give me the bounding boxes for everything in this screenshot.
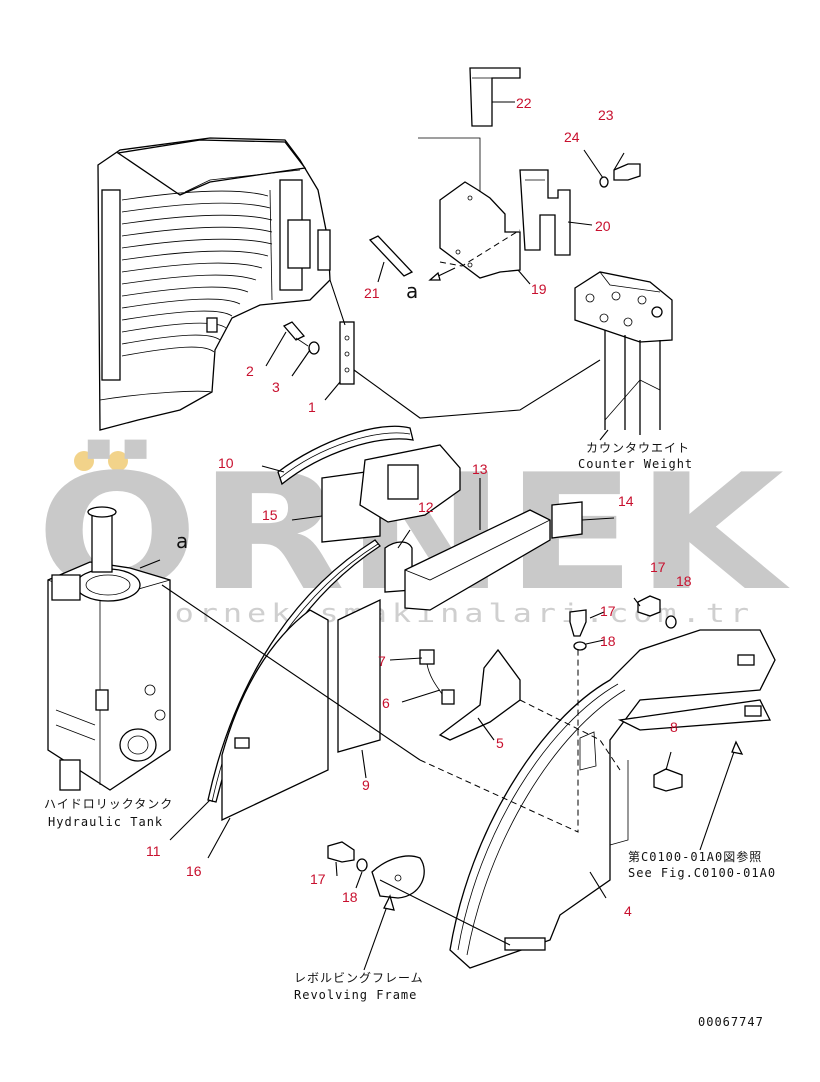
callout-14: 14 (618, 493, 634, 509)
callout-20: 20 (595, 218, 611, 234)
callout-11: 11 (146, 843, 161, 859)
see-fig-jp-label: 第C0100-01A0図参照 (628, 849, 762, 864)
callout-15: 15 (262, 507, 278, 523)
part-9 (337, 598, 381, 753)
bolt-17-b (569, 609, 587, 637)
frame-plate (371, 855, 425, 899)
part-8 (617, 699, 772, 731)
callout-18-c: 18 (342, 889, 358, 905)
labels: カウンタウエイト Counter Weight ハイドロリックタンク Hydra… (44, 441, 776, 1029)
revolving-frame-jp-label: レボルビングフレーム (294, 971, 424, 985)
callout-17-a: 17 (650, 559, 666, 575)
callout-3: 3 (272, 379, 280, 395)
grille-cover-assembly (97, 137, 331, 431)
washer-18-a (665, 615, 677, 629)
callout-13: 13 (472, 461, 488, 477)
part-5 (438, 648, 521, 741)
bolt-8 (653, 768, 683, 792)
callout-24: 24 (564, 129, 580, 145)
leader-1a (329, 279, 346, 326)
callout-21: 21 (364, 285, 380, 301)
callout-16: 16 (186, 863, 202, 879)
callout-a-top: a (406, 279, 418, 303)
callout-17-b: 17 (600, 603, 616, 619)
hydraulic-tank-jp-label: ハイドロリックタンク (44, 797, 173, 811)
washer-24 (599, 176, 609, 188)
callout-22: 22 (516, 95, 532, 111)
bolt-23 (613, 163, 641, 181)
callout-9: 9 (362, 777, 370, 793)
counter-weight-jp-label: カウンタウエイト (586, 441, 690, 455)
part-22 (469, 67, 521, 127)
watermark-dot-right (108, 451, 128, 471)
part-16 (221, 609, 329, 822)
callout-18-a: 18 (676, 573, 692, 589)
callout-7: 7 (378, 653, 386, 669)
washer-18-b (573, 641, 587, 651)
part-20 (519, 169, 571, 256)
leader-tank-a (139, 559, 161, 569)
watermark-dot-left (74, 451, 94, 471)
callout-12: 12 (418, 499, 434, 515)
part-13 (404, 509, 551, 611)
leader-lines (169, 101, 737, 971)
bracket-1 (282, 321, 355, 385)
callout-19: 19 (531, 281, 547, 297)
part-6-7 (419, 649, 455, 705)
part-19 (439, 181, 521, 279)
part-4 (449, 629, 776, 969)
callout-a-tank: a (176, 529, 188, 553)
callout-2: 2 (246, 363, 254, 379)
washer-18-c (356, 858, 368, 872)
counter-weight (574, 271, 673, 435)
line-frame-4 (379, 879, 511, 946)
revolving-frame-en-label: Revolving Frame (294, 988, 417, 1002)
callout-10: 10 (218, 455, 234, 471)
callout-1: 1 (308, 399, 316, 415)
drawing-number: 00067747 (698, 1015, 764, 1029)
bolt-17-c (327, 841, 355, 863)
callout-23: 23 (598, 107, 614, 123)
callout-4: 4 (624, 903, 632, 919)
line-tank-frame (161, 584, 421, 761)
callout-8: 8 (670, 719, 678, 735)
bolt-17-a (637, 595, 661, 617)
hydraulic-tank (47, 506, 171, 791)
callout-5: 5 (496, 735, 504, 751)
callout-17-c: 17 (310, 871, 326, 887)
counter-weight-en-label: Counter Weight (578, 457, 693, 471)
part-14 (551, 501, 583, 539)
part-21 (368, 235, 414, 277)
callout-6: 6 (382, 695, 390, 711)
callout-18-b: 18 (600, 633, 616, 649)
callouts: 22 23 24 20 21 a 19 2 3 1 10 15 12 13 14… (146, 95, 692, 919)
see-fig-en-label: See Fig.C0100-01A0 (628, 866, 776, 880)
part-10 (277, 425, 414, 486)
leader-counterweight (353, 359, 601, 419)
hydraulic-tank-en-label: Hydraulic Tank (48, 815, 163, 829)
